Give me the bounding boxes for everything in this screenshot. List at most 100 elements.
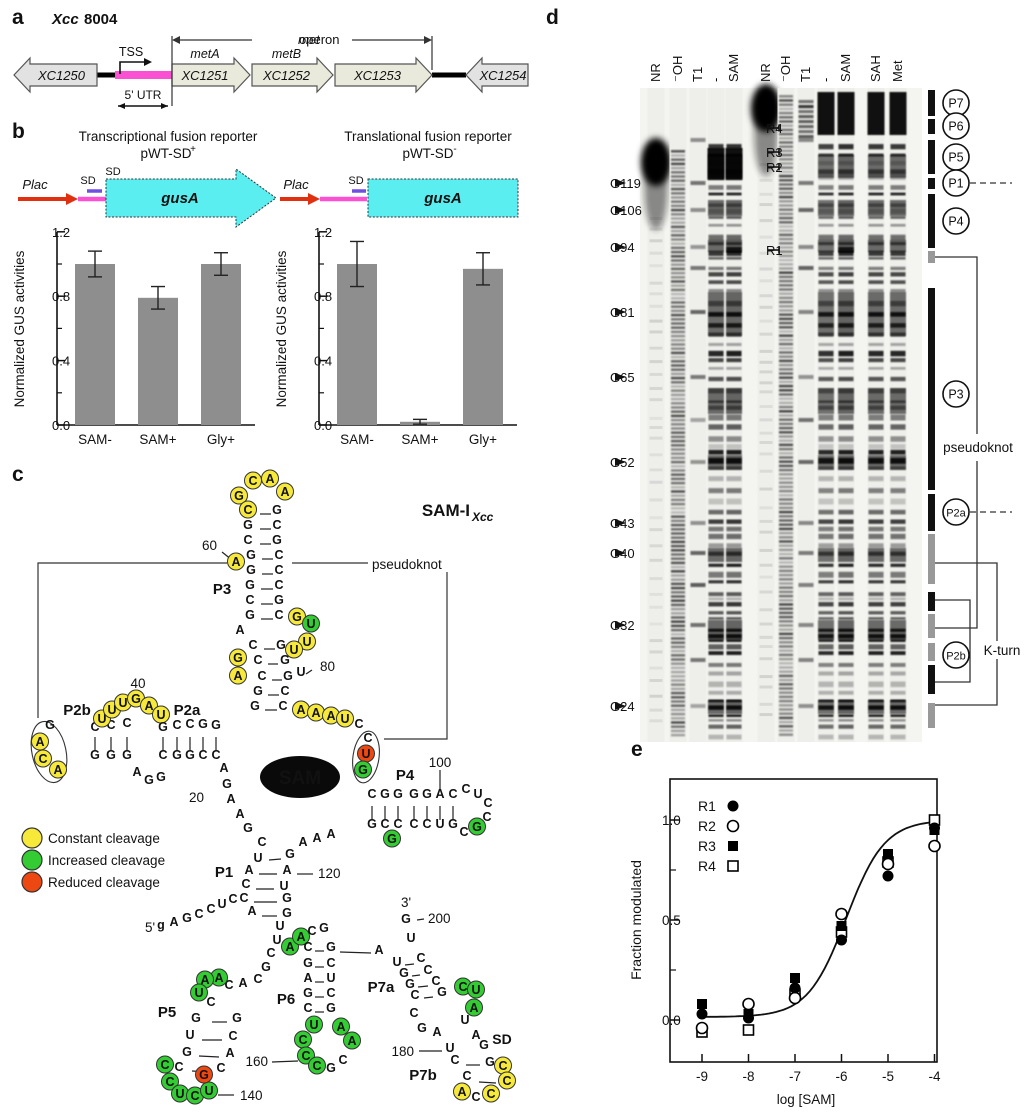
x-axis-label: log [SAM] xyxy=(777,1092,836,1107)
plasmid-name: pWT-SD xyxy=(140,146,191,161)
gel-lane-NR xyxy=(641,88,671,742)
nt: A xyxy=(169,915,178,929)
xtick-label: -5 xyxy=(882,1069,894,1084)
nt: G xyxy=(437,985,447,999)
nt: U xyxy=(175,1087,184,1101)
helix-circle-P4 xyxy=(942,207,970,235)
nt: U xyxy=(97,712,106,726)
point-R3 xyxy=(836,921,847,931)
fit-curve xyxy=(702,821,933,1018)
legend-marker-R4 xyxy=(727,860,739,872)
nt: U xyxy=(107,703,116,717)
nt: G xyxy=(303,986,313,1000)
helix-circle-P2b xyxy=(942,641,970,669)
structure-label: P1 xyxy=(215,864,233,881)
utr-label: 5' UTR xyxy=(125,88,162,102)
nt: G xyxy=(479,1038,489,1052)
gene-arrow-XC1254 xyxy=(465,56,529,94)
lane-label-SAM: SAM xyxy=(838,54,853,82)
nt: C xyxy=(190,1089,199,1103)
nt-circle xyxy=(292,927,310,946)
nt: C xyxy=(431,974,440,988)
nt: A xyxy=(200,973,209,987)
structure-label: 200 xyxy=(428,911,451,926)
svg-text:operon: operon xyxy=(299,32,339,47)
bar-Gly+ xyxy=(201,264,241,425)
helix-circle-P2a xyxy=(942,498,970,526)
gel-lane-SAM xyxy=(725,88,743,742)
nt: G xyxy=(326,1001,336,1015)
nt: G xyxy=(199,1068,209,1082)
nt: G xyxy=(272,503,282,517)
xtick-label: Gly+ xyxy=(207,432,235,447)
nt: G xyxy=(401,912,411,926)
structure-label: SAM-I xyxy=(422,501,470,520)
nt: U xyxy=(275,919,284,933)
nt: G xyxy=(485,1055,495,1069)
xtick-label: SAM- xyxy=(78,432,112,447)
nt: C xyxy=(158,748,167,762)
ytick-label: 0.0 xyxy=(314,418,332,433)
nt: G xyxy=(292,610,302,624)
gene-arrow-XC1250 xyxy=(13,56,98,94)
nt: C xyxy=(257,669,266,683)
legend-marker-R2 xyxy=(726,819,740,833)
gene-arrow-XC1253 xyxy=(334,56,433,94)
nt: A xyxy=(282,863,291,877)
xtick-label: SAM+ xyxy=(401,432,438,447)
nt: G xyxy=(172,748,182,762)
nt: G xyxy=(243,821,253,835)
nt: C xyxy=(471,1090,480,1104)
nt-circle xyxy=(195,1065,213,1084)
lane-label-⁻OH: ⁻OH xyxy=(670,56,685,82)
structure-label: P7a xyxy=(368,979,395,996)
structure-label: P6 xyxy=(277,991,295,1008)
nt: G xyxy=(185,748,195,762)
nt-circle xyxy=(229,648,247,667)
nt: A xyxy=(469,1001,478,1015)
gene-above-label: metA xyxy=(190,47,219,61)
gel-lane-⁻OH xyxy=(669,88,687,742)
nt-circle xyxy=(34,749,52,768)
gel-lane-NR xyxy=(751,84,781,742)
lane-label-SAM: SAM xyxy=(726,54,741,82)
nt: G xyxy=(243,518,253,532)
gusA-arrow xyxy=(105,168,277,228)
nt: G xyxy=(303,956,313,970)
structure-label: 5' xyxy=(145,920,155,935)
nt: G xyxy=(234,489,244,503)
operon-label: met xyxy=(298,32,321,47)
nt: U xyxy=(156,708,165,722)
nt: A xyxy=(435,787,444,801)
nt: A xyxy=(225,1046,234,1060)
nt-circle xyxy=(140,696,158,715)
lane-label-SAH: SAH xyxy=(868,55,883,82)
nt: C xyxy=(194,907,203,921)
nt: C xyxy=(253,972,262,986)
nt: U xyxy=(309,1018,318,1032)
nt-circle xyxy=(482,1084,500,1103)
nt: G xyxy=(191,1011,201,1025)
nt-circle xyxy=(354,760,372,779)
nt: G xyxy=(282,906,292,920)
panel-d-label: d xyxy=(546,6,559,29)
nt: C xyxy=(274,548,283,562)
nt: C xyxy=(274,563,283,577)
nt: G xyxy=(380,787,390,801)
nt: G xyxy=(283,669,293,683)
helix-circle-label: P1 xyxy=(948,177,963,191)
nt: U xyxy=(217,897,226,911)
nt: U xyxy=(306,617,315,631)
helix-circle-label: P4 xyxy=(948,215,963,229)
nt: C xyxy=(228,892,237,906)
legend-marker-R1 xyxy=(727,800,739,812)
lane-label--: - xyxy=(708,78,723,82)
nt: A xyxy=(298,835,307,849)
nt: U xyxy=(326,971,335,985)
point-R2 xyxy=(742,997,755,1011)
y-axis-label: Fraction modulated xyxy=(628,860,644,980)
nt: C xyxy=(172,718,181,732)
promoter-label: Plac xyxy=(283,177,309,192)
xtick-label: SAM- xyxy=(340,432,374,447)
